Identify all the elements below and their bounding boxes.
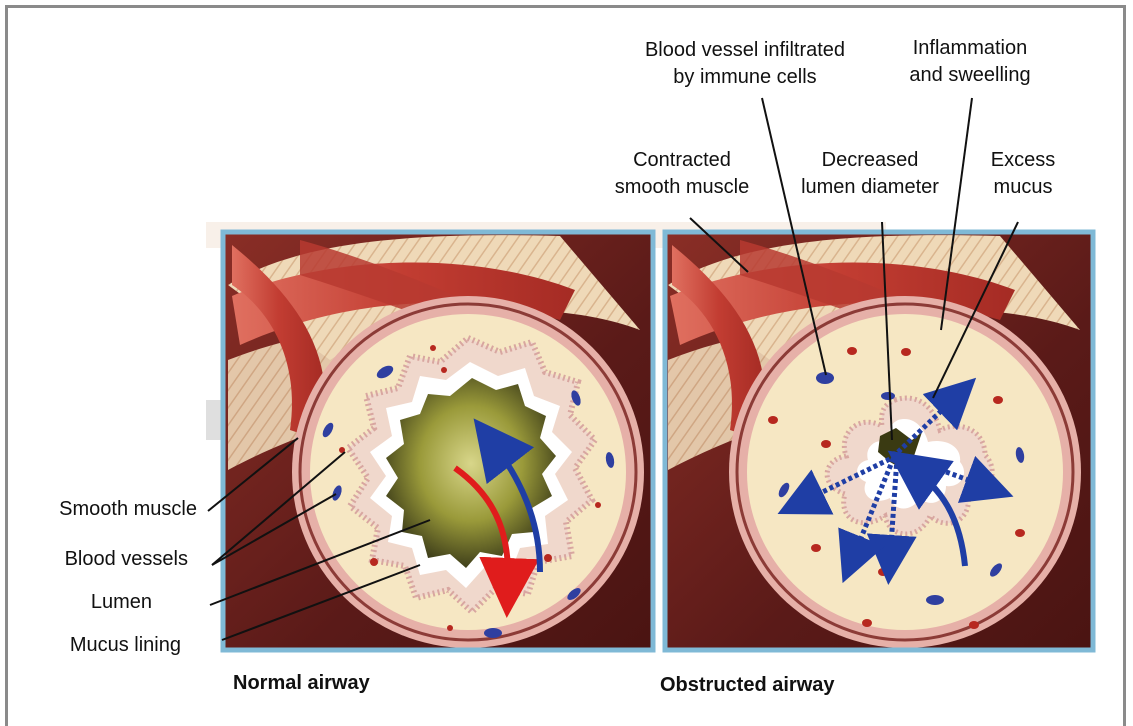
obstructed-vessel-red <box>1015 529 1025 537</box>
label-inflammation-line-1: Inflammation <box>880 35 1060 62</box>
obstructed-vessel-red <box>878 568 888 576</box>
label-smooth-muscle: Smooth muscle <box>30 496 197 523</box>
normal-vessel-red <box>544 554 552 562</box>
label-contracted-line-1: Contracted <box>592 147 772 174</box>
obstructed-vessel-red <box>969 621 979 629</box>
label-decreased-lumen-diameter: Decreased lumen diameter <box>775 147 965 201</box>
label-mucus-lining: Mucus lining <box>30 632 181 659</box>
normal-vessel-red <box>447 625 453 631</box>
normal-vessel-blue <box>484 628 502 638</box>
obstructed-vessel-red <box>847 347 857 355</box>
obstructed-vessel-blue <box>881 392 895 400</box>
obstructed-vessel-blue <box>926 595 944 605</box>
label-blood-vessel-infiltrated-line-1: Blood vessel infiltrated <box>615 37 875 64</box>
label-blood-vessel-infiltrated: Blood vessel infiltrated by immune cells <box>615 37 875 91</box>
obstructed-vessel-red <box>862 619 872 627</box>
normal-airway-panel <box>223 232 653 650</box>
label-excess-line-2: mucus <box>968 174 1078 201</box>
normal-vessel-red <box>430 345 436 351</box>
label-decreased-line-2: lumen diameter <box>775 174 965 201</box>
obstructed-airway-panel <box>665 232 1093 650</box>
label-blood-vessels: Blood vessels <box>30 546 188 573</box>
label-inflammation-line-2: and sweelling <box>880 62 1060 89</box>
obstructed-vessel-red <box>821 440 831 448</box>
label-excess-mucus: Excess mucus <box>968 147 1078 201</box>
caption-normal-airway: Normal airway <box>233 670 370 697</box>
obstructed-vessel-red <box>811 544 821 552</box>
obstructed-vessel-red <box>768 416 778 424</box>
normal-vessel-red <box>595 502 601 508</box>
label-lumen: Lumen <box>30 589 152 616</box>
caption-obstructed-airway: Obstructed airway <box>660 672 835 699</box>
label-contracted-line-2: smooth muscle <box>592 174 772 201</box>
obstructed-vessel-red <box>993 396 1003 404</box>
obstructed-vessel-red <box>901 348 911 356</box>
label-inflammation: Inflammation and sweelling <box>880 35 1060 89</box>
label-blood-vessel-infiltrated-line-2: by immune cells <box>615 64 875 91</box>
label-excess-line-1: Excess <box>968 147 1078 174</box>
normal-vessel-red <box>370 558 378 566</box>
label-decreased-line-1: Decreased <box>775 147 965 174</box>
label-contracted-smooth-muscle: Contracted smooth muscle <box>592 147 772 201</box>
normal-vessel-red <box>441 367 447 373</box>
